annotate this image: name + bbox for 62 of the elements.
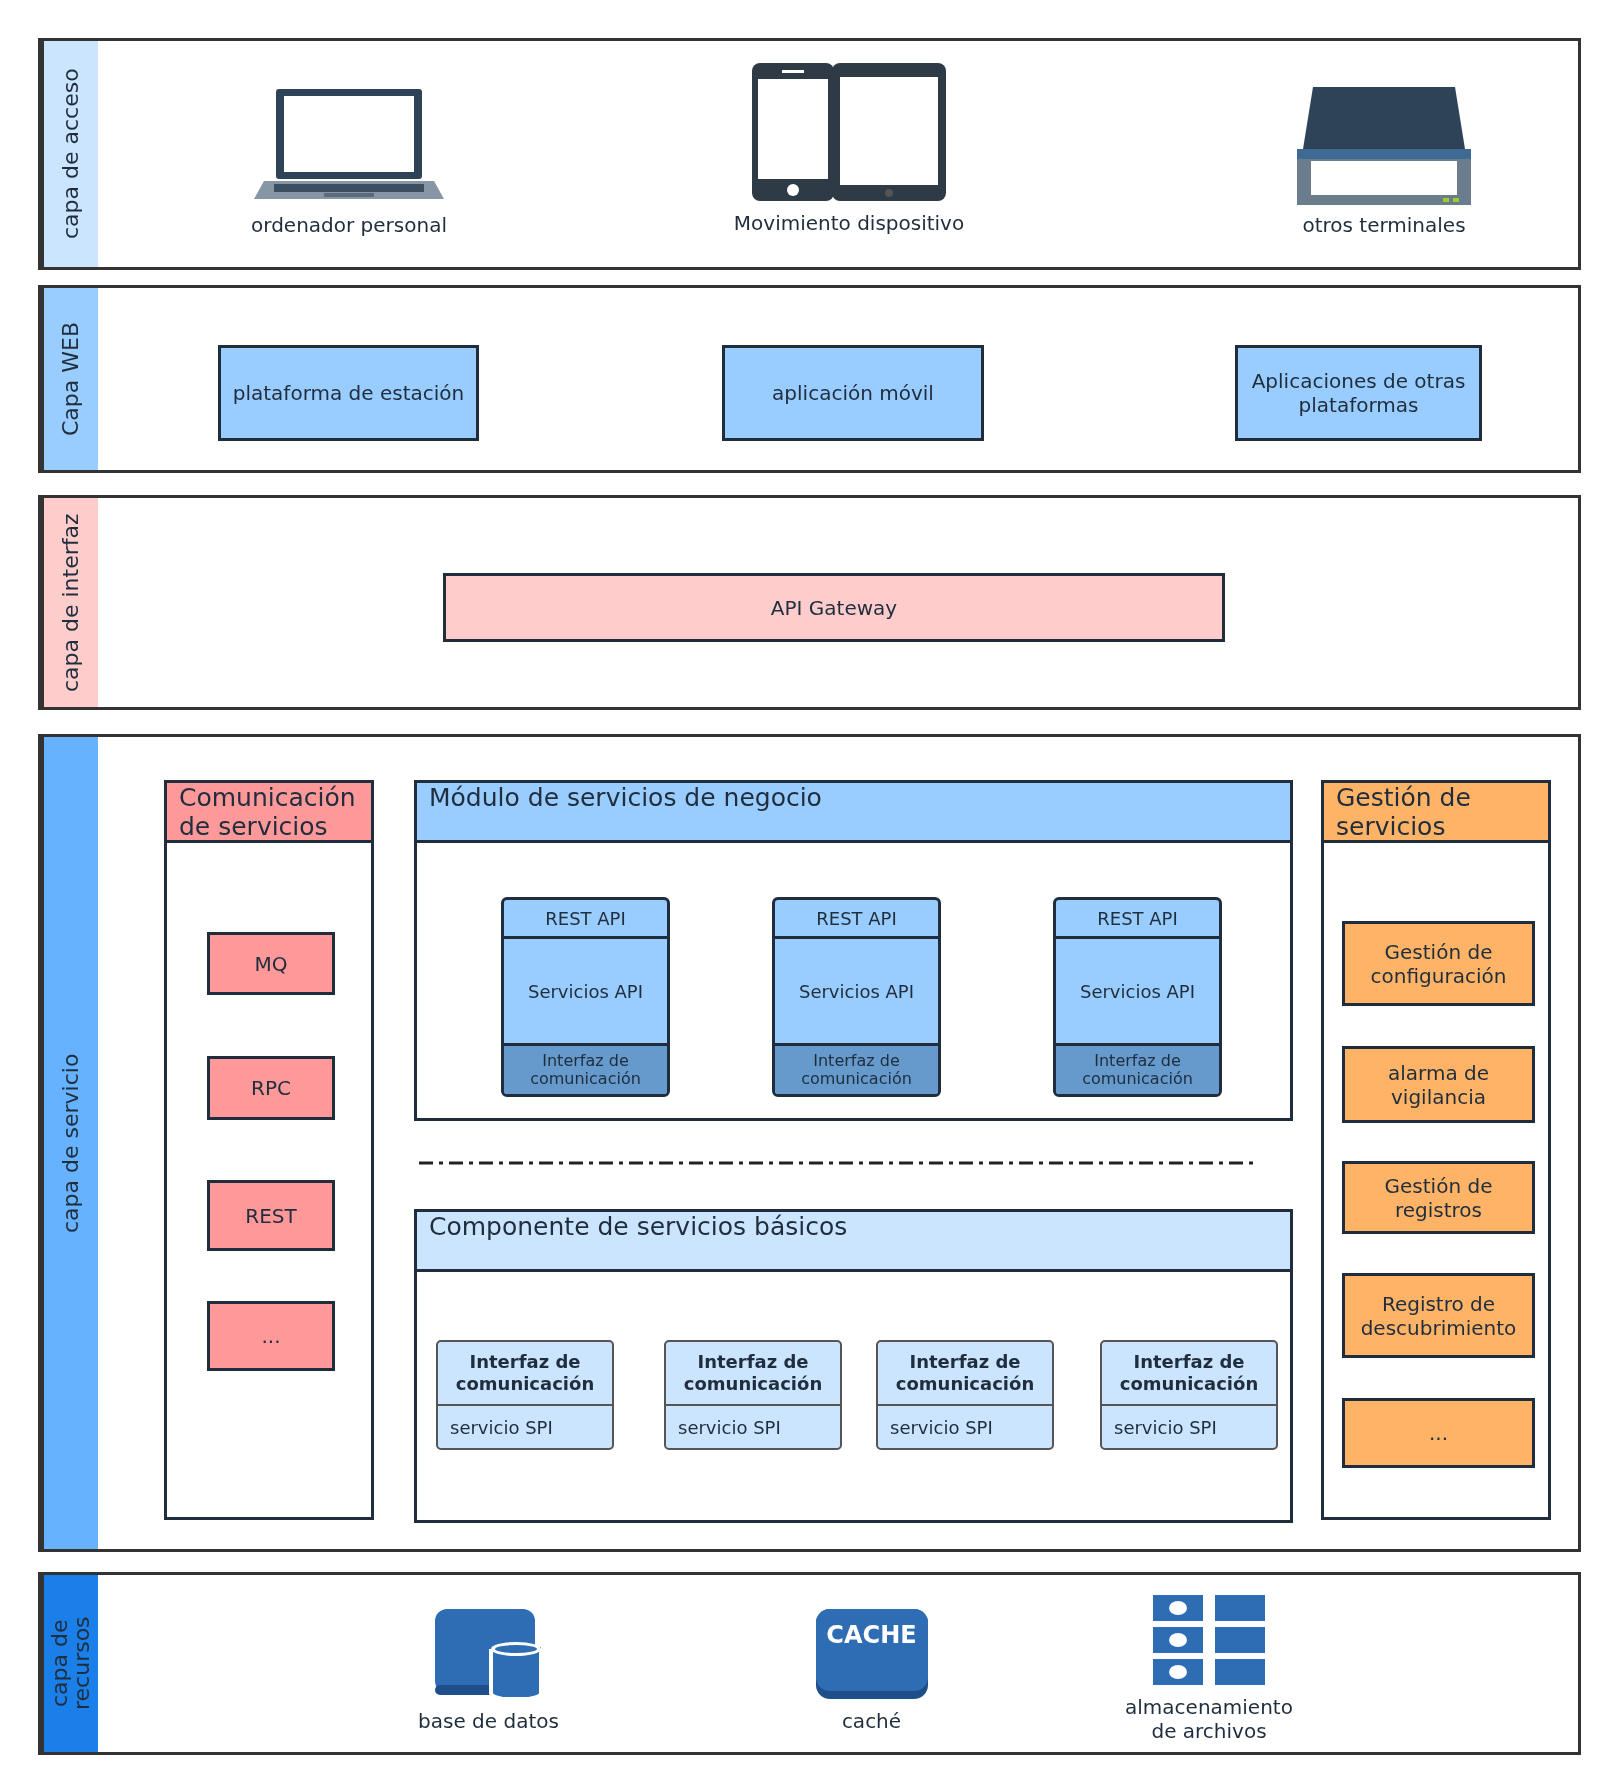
protocol-box: ... (207, 1301, 335, 1371)
device-caption: ordenador personal (251, 213, 447, 237)
layer-panel (38, 734, 1581, 1552)
card-header: Interfaz de comunicación (666, 1342, 840, 1406)
module-header: Módulo de servicios de negocio (417, 783, 1290, 843)
app-box: plataforma de estación (218, 345, 479, 441)
management-box: ... (1342, 1398, 1535, 1468)
card-body: servicio SPI (1113, 1415, 1218, 1440)
device-caption: caché (841, 1709, 902, 1733)
layer-title: capa de servicio (41, 737, 98, 1549)
layer-panel (38, 1572, 1581, 1755)
service-card (501, 897, 670, 1097)
layer-title: Capa WEB (41, 288, 98, 470)
card-body: Servicios API (797, 979, 915, 1004)
card-body: servicio SPI (889, 1415, 994, 1440)
service-card (1053, 897, 1222, 1097)
app-box: aplicación móvil (722, 345, 984, 441)
card-body: servicio SPI (449, 1415, 554, 1440)
app-box: Aplicaciones de otras plataformas (1235, 345, 1482, 441)
card-footer: Interfaz de comunicación (504, 1043, 667, 1094)
layer-panel (38, 38, 1581, 270)
module-panel (164, 780, 374, 1520)
management-box: Gestión de configuración (1342, 921, 1535, 1006)
interface-card (436, 1340, 614, 1450)
module-header: Comunicación de servicios (167, 783, 371, 843)
layer-title: capa de interfaz (41, 498, 98, 707)
layer-title: capa de recursos (41, 1575, 98, 1752)
module-panel (1321, 780, 1551, 1520)
card-header: Interfaz de comunicación (1102, 1342, 1276, 1406)
protocol-box: RPC (207, 1056, 335, 1120)
card-header: REST API (1056, 900, 1219, 939)
module-header: Componente de servicios básicos (417, 1212, 1290, 1272)
module-panel (414, 1209, 1293, 1523)
card-body: servicio SPI (677, 1415, 782, 1440)
management-box: Gestión de registros (1342, 1161, 1535, 1234)
interface-card (876, 1340, 1054, 1450)
device-caption: almacenamiento de archivos (1124, 1695, 1294, 1743)
interface-card (1100, 1340, 1278, 1450)
device-caption: otros terminales (1302, 213, 1466, 237)
card-body: Servicios API (526, 979, 644, 1004)
card-header: Interfaz de comunicación (438, 1342, 612, 1406)
layer-panel (38, 285, 1581, 473)
card-header: REST API (775, 900, 938, 939)
layer-title: capa de acceso (41, 41, 98, 267)
gateway-bar: API Gateway (443, 573, 1225, 642)
icon-caption: CACHE (825, 1621, 918, 1649)
card-footer: Interfaz de comunicación (1056, 1043, 1219, 1094)
card-header: REST API (504, 900, 667, 939)
management-box: Registro de descubrimiento (1342, 1273, 1535, 1358)
protocol-box: MQ (207, 932, 335, 995)
module-header: Gestión de servicios (1324, 783, 1548, 843)
device-caption: base de datos (418, 1709, 559, 1733)
card-footer: Interfaz de comunicación (775, 1043, 938, 1094)
interface-card (664, 1340, 842, 1450)
card-body: Servicios API (1078, 979, 1196, 1004)
device-caption: Movimiento dispositivo (733, 211, 965, 235)
card-header: Interfaz de comunicación (878, 1342, 1052, 1406)
management-box: alarma de vigilancia (1342, 1046, 1535, 1123)
module-panel (414, 780, 1293, 1121)
service-card (772, 897, 941, 1097)
protocol-box: REST (207, 1180, 335, 1251)
layer-panel (38, 495, 1581, 710)
